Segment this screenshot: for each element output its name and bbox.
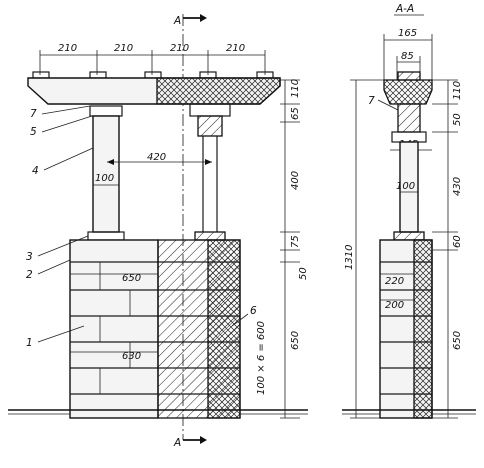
column-right-cap — [189, 103, 231, 117]
side-column-base — [393, 231, 425, 241]
column-right-base — [194, 231, 226, 241]
section-letter-bottom: A — [173, 437, 181, 449]
dim-column-span: 420 — [147, 152, 166, 163]
callout-7: 7 — [30, 108, 37, 120]
section-letter-top: A — [173, 15, 181, 27]
dim-right-4: 75 — [290, 235, 301, 248]
front-view: A A 210 210 210 210 — [8, 14, 309, 449]
callouts: 7 5 4 3 2 1 6 — [26, 105, 257, 349]
side-view-title: A-A — [395, 3, 414, 15]
foundation-blocks-left — [69, 239, 159, 419]
column-cap-top — [89, 105, 123, 117]
dim-side-block-1: 220 — [385, 276, 404, 287]
dim-slab-bottom: 630 — [122, 351, 141, 362]
side-fill-layer — [413, 239, 433, 419]
dim-side-inner: 85 — [401, 51, 414, 62]
dim-side-block-2: 200 — [385, 300, 404, 311]
section-mark-top: A — [173, 14, 207, 27]
dim-side-right-2: 50 — [452, 113, 463, 126]
dim-right-5: 50 — [298, 267, 309, 280]
bolt-head — [144, 71, 162, 79]
callout-3: 3 — [26, 251, 33, 263]
dim-right-3: 400 — [290, 171, 301, 190]
column-right-head — [197, 115, 223, 137]
dim-side-top: 165 — [398, 28, 417, 39]
dim-right-6: 650 — [290, 331, 301, 350]
dim-spacing-2: 210 — [114, 43, 133, 54]
column-base — [87, 231, 125, 241]
dim-side-right-4: 60 — [452, 235, 463, 248]
dim-right-2: 65 — [290, 107, 301, 120]
dim-slab-top: 650 — [122, 273, 141, 284]
dim-spacing-4: 210 — [226, 43, 245, 54]
top-plate-section — [156, 77, 281, 105]
callout-4: 4 — [32, 165, 39, 177]
section-mark-bottom: A — [173, 436, 207, 449]
side-bolt — [397, 71, 421, 81]
dim-side-right-5: 650 — [452, 331, 463, 350]
bolt-head — [32, 71, 50, 79]
callout-6: 6 — [250, 305, 257, 317]
dim-right-1: 110 — [290, 79, 301, 98]
fill-layer-6 — [207, 239, 241, 419]
dim-side-col: 100 — [396, 181, 415, 192]
dim-side-overall: 1310 — [344, 245, 355, 270]
dim-column-dia: 100 — [95, 173, 114, 184]
callout-1: 1 — [26, 337, 33, 349]
stack-note: 100 × 6 = 600 — [256, 321, 267, 395]
dim-spacing-1: 210 — [58, 43, 77, 54]
dim-spacing-3: 210 — [170, 43, 189, 54]
side-view: A-A 165 85 145 100 220 — [342, 3, 476, 419]
dim-side-right-3: 430 — [452, 177, 463, 196]
callout-2: 2 — [26, 269, 33, 281]
side-callout-7: 7 — [368, 95, 375, 107]
bolt-head — [89, 71, 107, 79]
side-top-plate — [383, 79, 433, 105]
callout-5: 5 — [30, 126, 37, 138]
dim-side-right-1: 110 — [452, 81, 463, 100]
side-column-head — [397, 103, 421, 133]
